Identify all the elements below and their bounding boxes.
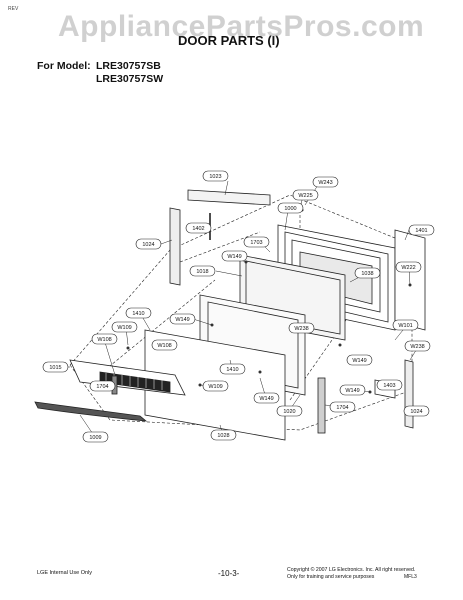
callout-label: 1403: [383, 383, 395, 389]
callout-label: 1024: [142, 242, 154, 248]
callout-label: W101: [398, 323, 412, 329]
callout-label: W149: [175, 317, 189, 323]
callout-label: W109: [208, 384, 222, 390]
callout-label: W238: [294, 326, 308, 332]
callout-label: 1704: [336, 405, 348, 411]
callout-label: 1023: [209, 174, 221, 180]
callout-label: 1038: [361, 271, 373, 277]
side-trim-right: [404, 359, 414, 429]
footer-internal-use: LGE Internal Use Only: [37, 570, 93, 576]
model-number-1: LRE30757SB: [96, 60, 161, 72]
side-trim-left: [169, 207, 181, 286]
model-number-2: LRE30757SW: [96, 73, 164, 85]
callout-label: 1024: [410, 409, 422, 415]
callout-label: W108: [97, 337, 111, 343]
footer-doc-code: MFL3: [404, 574, 417, 580]
side-plate-right: [394, 229, 426, 331]
callout-label: W149: [345, 388, 359, 394]
top-trim-strip: [187, 189, 271, 206]
model-label: For Model:: [37, 60, 91, 72]
callout-labels: 1023 W243 W225 1000 1024 1402 1703 1401 …: [49, 174, 427, 441]
callout-label: 1028: [217, 433, 229, 439]
callout-label: W149: [227, 254, 241, 260]
callout-label: 1410: [132, 311, 144, 317]
callout-label: W149: [259, 396, 273, 402]
callout-label: 1410: [226, 367, 238, 373]
footer-copyright: Copyright © 2007 LG Electronics. Inc. Al…: [287, 567, 416, 573]
callout-bubbles: [42, 170, 435, 443]
hinge-right: [317, 377, 326, 434]
footer-page-number: -10-3-: [218, 569, 240, 578]
callout-label: W222: [401, 265, 415, 271]
callout-label: W108: [157, 343, 171, 349]
corner-revision-mark: REV: [8, 6, 19, 12]
callout-label: 1401: [415, 228, 427, 234]
door-handle: [34, 401, 148, 422]
callout-label: 1015: [49, 365, 61, 371]
callout-label: W243: [318, 180, 332, 186]
callout-label: 1704: [96, 384, 108, 390]
callout-label: W149: [352, 358, 366, 364]
footer-note: Only for training and service purposes: [287, 574, 375, 580]
page-title: DOOR PARTS (I): [178, 33, 280, 48]
callout-label: W238: [410, 344, 424, 350]
watermark: AppliancePartsPros.com: [58, 10, 425, 43]
callout-label: 1009: [89, 435, 101, 441]
callout-label: 1703: [250, 240, 262, 246]
callout-label: W225: [298, 193, 312, 199]
callout-label: 1402: [192, 226, 204, 232]
callout-label: 1018: [196, 269, 208, 275]
front-vent-trim: [69, 359, 186, 396]
callout-label: 1000: [284, 206, 296, 212]
callout-label: W109: [117, 325, 131, 331]
callout-label: 1020: [283, 409, 295, 415]
